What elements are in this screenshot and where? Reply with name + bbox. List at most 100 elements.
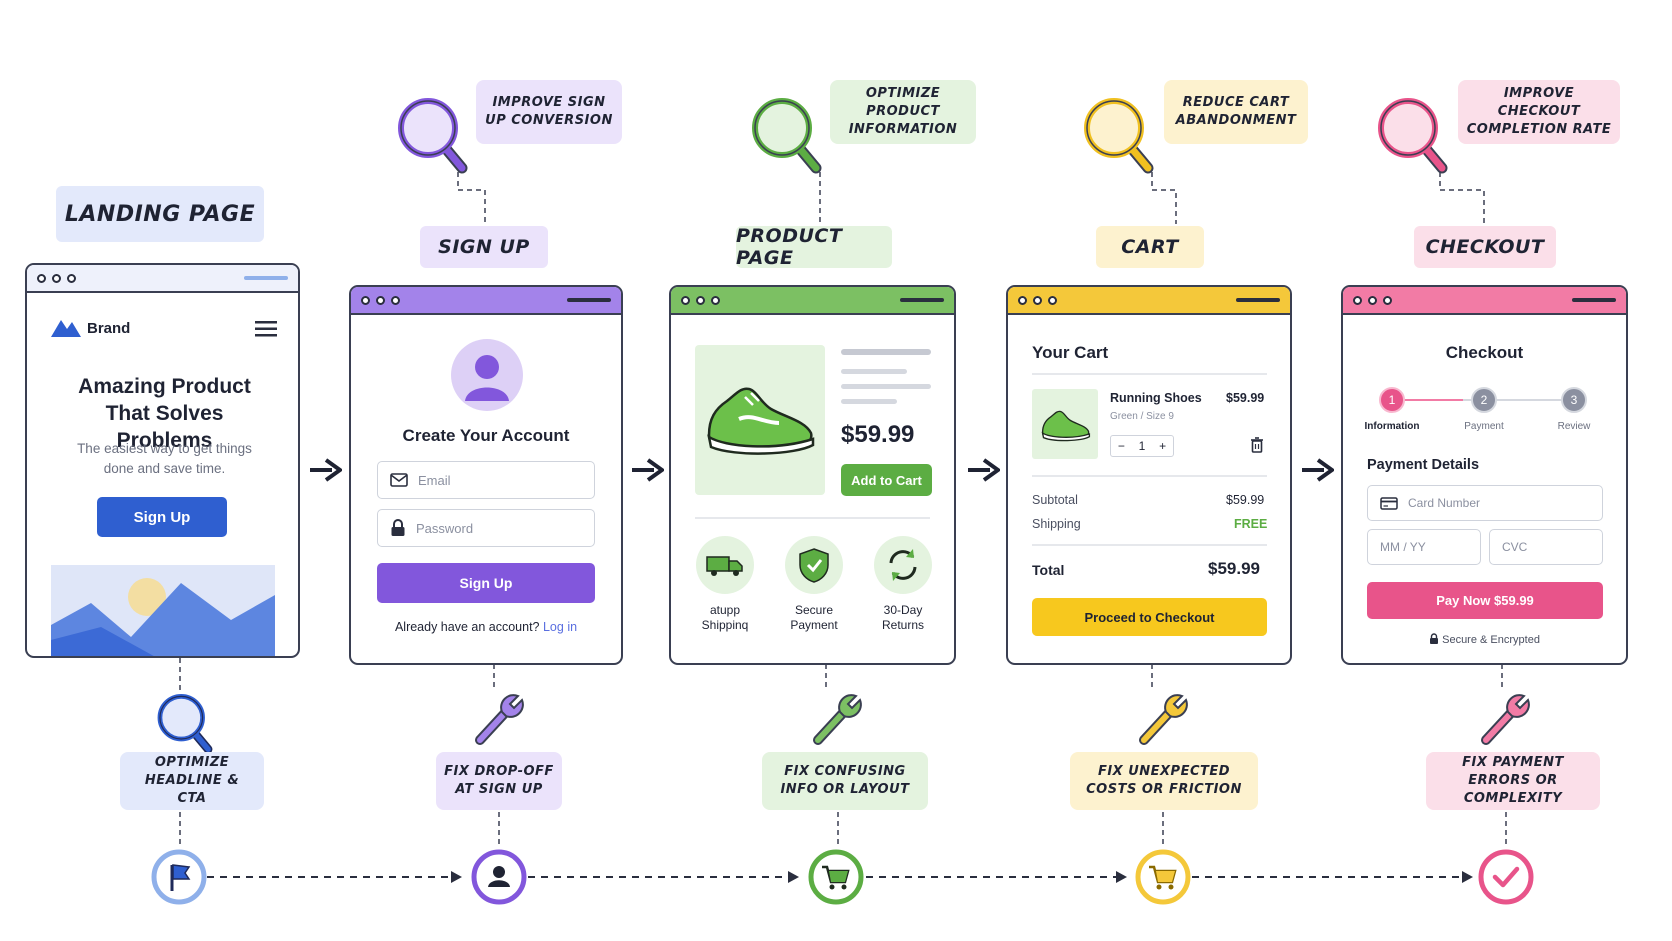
step-1-indicator[interactable]: 1 [1379, 387, 1405, 413]
subtotal-value: $59.99 [1226, 493, 1265, 507]
window-titlebar [351, 287, 621, 315]
landing-headline: Amazing Product That Solves Problems [78, 375, 251, 452]
stage-label-product: PRODUCT PAGE [736, 225, 892, 269]
flow-arrow-icon [632, 458, 664, 482]
truck-icon [696, 536, 754, 594]
email-placeholder: Email [418, 472, 451, 488]
cart-icon [808, 849, 864, 905]
shield-icon [785, 536, 843, 594]
proceed-to-checkout-button[interactable]: Proceed to Checkout [1032, 598, 1267, 636]
product-page-window: $59.99 Add to Cart atupp Shippinq Secure… [669, 285, 956, 665]
flow-arrow-icon [1302, 458, 1334, 482]
login-prompt: Already have an account? Log in [351, 620, 621, 634]
cart-item-name: Running Shoes [1110, 391, 1202, 405]
subtotal-label: Subtotal [1032, 493, 1078, 507]
shoe-icon [1041, 410, 1091, 442]
flag-icon [151, 849, 207, 905]
step-3-label: Review [1557, 421, 1591, 432]
step-3-indicator[interactable]: 3 [1561, 387, 1587, 413]
password-field[interactable]: Password [377, 509, 595, 547]
window-titlebar [671, 287, 954, 315]
product-price: $59.99 [841, 421, 915, 448]
credit-card-icon [1380, 496, 1398, 510]
fix-label-checkout: FIX PAYMENT ERRORS OR COMPLEXITY [1426, 752, 1600, 810]
card-number-placeholder: Card Number [1408, 496, 1481, 510]
stage-label-landing: LANDING PAGE [56, 186, 264, 242]
product-desc-line [841, 384, 931, 389]
fix-label-landing: OPTIMIZE HEADLINE & CTA [120, 752, 264, 810]
window-titlebar [27, 265, 298, 293]
quantity-value: 1 [1138, 439, 1146, 453]
login-link[interactable]: Log in [542, 620, 578, 634]
payment-details-heading: Payment Details [1367, 457, 1480, 473]
decrement-button[interactable]: − [1117, 439, 1125, 453]
feature-secure-payment: Secure Payment [790, 603, 838, 632]
email-field[interactable]: Email [377, 461, 595, 499]
checkout-window: Checkout 1 2 3 Information Payment Revie… [1341, 285, 1628, 665]
wrench-icon [1481, 694, 1530, 745]
pay-now-button[interactable]: Pay Now $59.99 [1367, 582, 1603, 619]
signup-submit-button[interactable]: Sign Up [377, 563, 595, 603]
product-desc-line [841, 399, 897, 404]
stage-label-checkout: CHECKOUT [1414, 226, 1556, 268]
goal-label-cart: REDUCE CART ABANDONMENT [1164, 80, 1308, 144]
user-icon [471, 849, 527, 905]
landing-signup-button[interactable]: Sign Up [97, 497, 227, 537]
login-prompt-text: Already have an account? [394, 620, 540, 634]
refresh-icon [874, 536, 932, 594]
lock-icon [1430, 633, 1439, 644]
fix-label-cart: FIX UNEXPECTED COSTS OR FRICTION [1070, 752, 1258, 810]
lock-icon [391, 519, 405, 536]
wrench-icon [813, 694, 862, 745]
stage-label-cart: CART [1096, 226, 1204, 268]
expiry-field[interactable]: MM / YY [1367, 529, 1481, 565]
step-2-label: Payment [1464, 421, 1504, 432]
check-icon [1478, 849, 1534, 905]
signup-title: Create Your Account [402, 426, 570, 445]
cart-item-variant: Green / Size 9 [1110, 411, 1174, 422]
shipping-value: FREE [1234, 517, 1268, 531]
magnifier-icon [157, 694, 213, 754]
magnifier-icon [398, 98, 468, 174]
secure-note-text: Secure & Encrypted [1442, 634, 1540, 646]
hero-image-icon [51, 565, 275, 656]
step-2-indicator[interactable]: 2 [1471, 387, 1497, 413]
cvc-placeholder: CVC [1502, 540, 1528, 554]
checkout-title: Checkout [1445, 343, 1524, 362]
signup-window: Create Your Account Email Password Sign … [349, 285, 623, 665]
expiry-placeholder: MM / YY [1380, 540, 1426, 554]
shoe-icon [707, 387, 815, 455]
landing-page-window: Brand Amazing Product That Solves Proble… [25, 263, 300, 658]
magnifier-icon [1378, 98, 1448, 174]
fix-label-product: FIX CONFUSING INFO OR LAYOUT [762, 752, 928, 810]
product-title-placeholder [841, 349, 931, 355]
brand-name: Brand [87, 320, 131, 337]
increment-button[interactable]: + [1159, 439, 1167, 453]
cart-window: Your Cart Running Shoes Green / Size 9 $… [1006, 285, 1292, 665]
quantity-stepper[interactable]: − 1 + [1110, 435, 1174, 457]
flow-arrow-icon [968, 458, 1000, 482]
goal-label-signup: IMPROVE SIGN UP CONVERSION [476, 80, 622, 144]
total-value: $59.99 [1208, 559, 1260, 578]
card-number-field[interactable]: Card Number [1367, 485, 1603, 521]
trash-icon[interactable] [1250, 437, 1264, 453]
mail-icon [390, 473, 408, 487]
brand-logo-icon [51, 320, 81, 337]
window-titlebar [1343, 287, 1626, 315]
cvc-field[interactable]: CVC [1489, 529, 1603, 565]
goal-label-product: OPTIMIZE PRODUCT INFORMATION [830, 80, 976, 144]
password-placeholder: Password [416, 520, 474, 536]
step-1-label: Information [1364, 421, 1420, 432]
product-image [695, 345, 825, 495]
cart-item-image [1032, 389, 1098, 459]
product-desc-line [841, 369, 907, 374]
shipping-label: Shipping [1032, 517, 1081, 531]
divider [695, 517, 930, 519]
hamburger-menu-icon[interactable] [255, 321, 277, 337]
add-to-cart-button[interactable]: Add to Cart [841, 464, 932, 496]
cart-icon [1135, 849, 1191, 905]
wrench-icon [1139, 694, 1188, 745]
wrench-icon [475, 694, 524, 745]
goal-label-checkout: IMPROVE CHECKOUT COMPLETION RATE [1458, 80, 1620, 144]
